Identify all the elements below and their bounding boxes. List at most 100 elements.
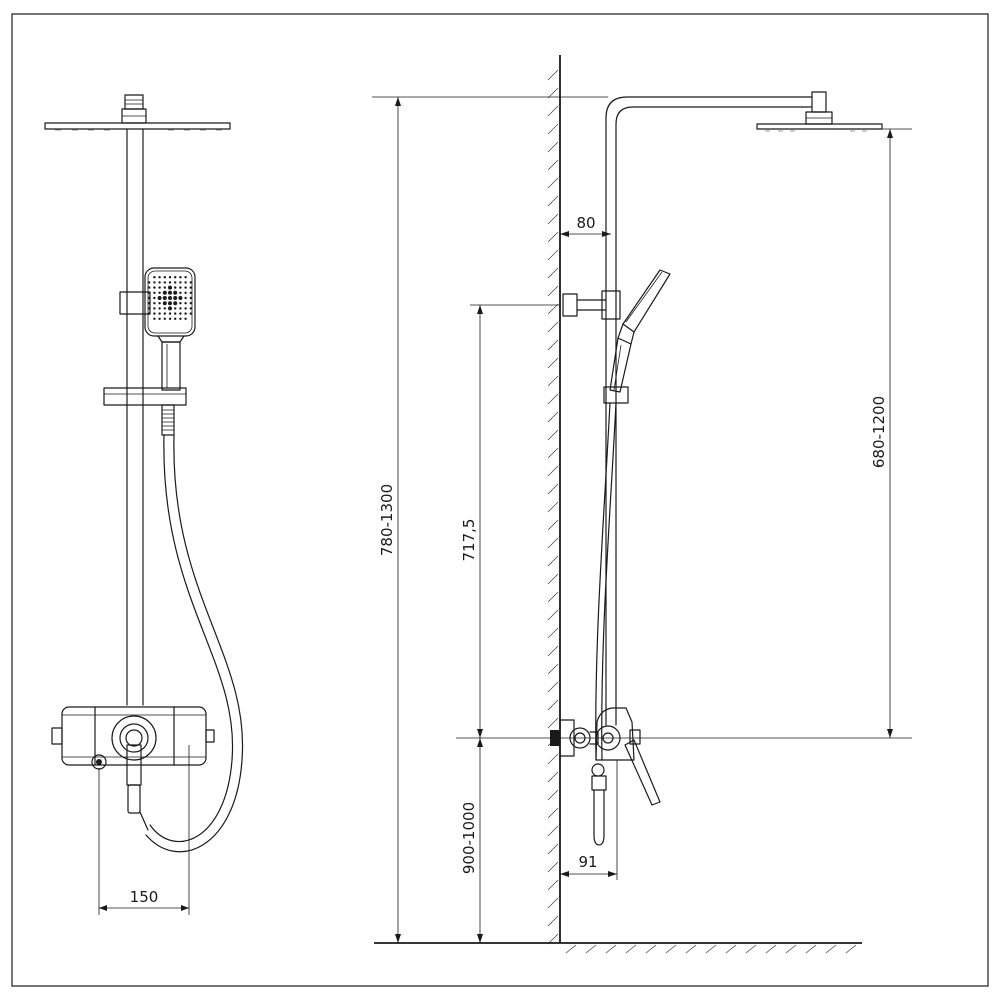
side-hose: [595, 402, 611, 761]
nozzle-dot: [179, 317, 182, 320]
wall-hatch-line: [547, 159, 559, 171]
nozzle-dot: [184, 291, 187, 294]
side-riser-pipe: [605, 96, 813, 726]
nozzle-dot: [189, 302, 192, 305]
floor-hatch-line: [845, 944, 857, 954]
nozzle-dot: [148, 291, 151, 294]
wall-hatch-line: [547, 537, 559, 549]
nozzle-dot: [162, 301, 167, 306]
nozzle-dot: [153, 302, 156, 305]
nozzle-dot: [153, 286, 156, 289]
nozzle-dot: [168, 285, 172, 290]
dim-wall-offset: 80: [560, 214, 611, 237]
wall-hatch-line: [547, 339, 559, 351]
front-mixer-body: [51, 706, 215, 770]
nozzle-dot: [179, 307, 182, 310]
wall-hatch-line: [547, 663, 559, 675]
nozzle-dot: [158, 291, 161, 294]
nozzle-dot: [168, 301, 172, 306]
front-view: 150: [44, 94, 244, 915]
nozzle-dot: [178, 296, 183, 300]
nozzle-dot: [179, 312, 182, 315]
nozzle-dot: [168, 296, 172, 300]
nozzle-dot: [153, 296, 156, 300]
wall-hatch-line: [547, 231, 559, 243]
side-wall-bracket: [562, 290, 621, 320]
wall-hatch-line: [547, 879, 559, 891]
nozzle-dot: [163, 317, 166, 320]
nozzle-dot: [174, 276, 177, 279]
nozzle-dot: [168, 276, 172, 279]
wall-hatch-line: [547, 843, 559, 855]
floor-hatch-line: [725, 944, 737, 954]
floor-hatch-line: [565, 944, 577, 954]
nozzle-dot: [168, 290, 172, 295]
wall-hatch-line: [547, 249, 559, 261]
nozzle-dot: [184, 276, 187, 279]
wall-hatch-line: [547, 861, 559, 873]
wall-hatch-line: [547, 573, 559, 585]
side-overhead-shower-head: [756, 91, 883, 132]
wall: [547, 55, 561, 945]
side-hand-shower: [609, 269, 671, 393]
nozzle-dot: [148, 281, 151, 284]
wall-hatch-line: [547, 465, 559, 477]
dim-overhead-height-label: 680-1200: [870, 396, 888, 468]
nozzle-dot: [157, 296, 162, 300]
floor-hatch-line: [745, 944, 757, 954]
dim-total-height: 780-1300: [378, 97, 401, 943]
dim-mixer-depth-label: 91: [578, 853, 597, 871]
nozzle-dot: [158, 281, 161, 284]
floor: [374, 942, 862, 954]
nozzle-dot: [189, 312, 192, 315]
floor-hatch-line: [645, 944, 657, 954]
wall-hatch-line: [547, 321, 559, 333]
wall-hatch-line: [547, 177, 559, 189]
nozzle-dot: [184, 281, 187, 284]
nozzle-dot: [184, 312, 187, 315]
wall-hatch-line: [547, 213, 559, 225]
wall-hatch-line: [547, 699, 559, 711]
wall-hatch-line: [547, 807, 559, 819]
wall-hatch-line: [547, 609, 559, 621]
nozzle-dot: [148, 307, 151, 310]
nozzle-dot: [163, 307, 166, 310]
nozzle-dot: [174, 312, 177, 315]
nozzle-dot: [148, 296, 151, 300]
nozzle-dot: [148, 312, 151, 315]
front-hose-connector: [161, 404, 175, 436]
nozzle-dot: [168, 281, 172, 284]
floor-hatch-line: [765, 944, 777, 954]
nozzle-dot: [184, 296, 187, 300]
front-vertical-pipe: [126, 128, 144, 706]
dim-mixer-height-label: 900-1000: [460, 802, 478, 874]
nozzle-dot: [174, 307, 177, 310]
nozzle-dot: [184, 302, 187, 305]
wall-hatch-line: [547, 267, 559, 279]
front-hand-shower-holder: [103, 387, 187, 406]
nozzle-dot: [158, 276, 161, 279]
nozzle-dot: [163, 286, 166, 289]
nozzle-dot: [168, 312, 172, 315]
floor-hatch-line: [605, 944, 617, 954]
nozzle-dot: [158, 312, 161, 315]
nozzle-dot: [179, 281, 182, 284]
nozzle-dot: [179, 276, 182, 279]
wall-hatch-line: [547, 69, 559, 81]
wall-hatch-line: [547, 447, 559, 459]
nozzle-dot: [163, 276, 166, 279]
floor-hatch-line: [805, 944, 817, 954]
wall-hatch-line: [547, 411, 559, 423]
nozzle-dot: [173, 301, 178, 306]
nozzle-dot: [174, 317, 177, 320]
wall-hatch-line: [547, 897, 559, 909]
nozzle-dot: [174, 286, 177, 289]
nozzle-dot: [189, 286, 192, 289]
nozzle-dot: [189, 281, 192, 284]
wall-hatch-line: [547, 105, 559, 117]
nozzle-dot: [179, 302, 182, 305]
nozzle-dot: [174, 281, 177, 284]
wall-hatch-line: [547, 483, 559, 495]
wall-hatch-line: [547, 519, 559, 531]
